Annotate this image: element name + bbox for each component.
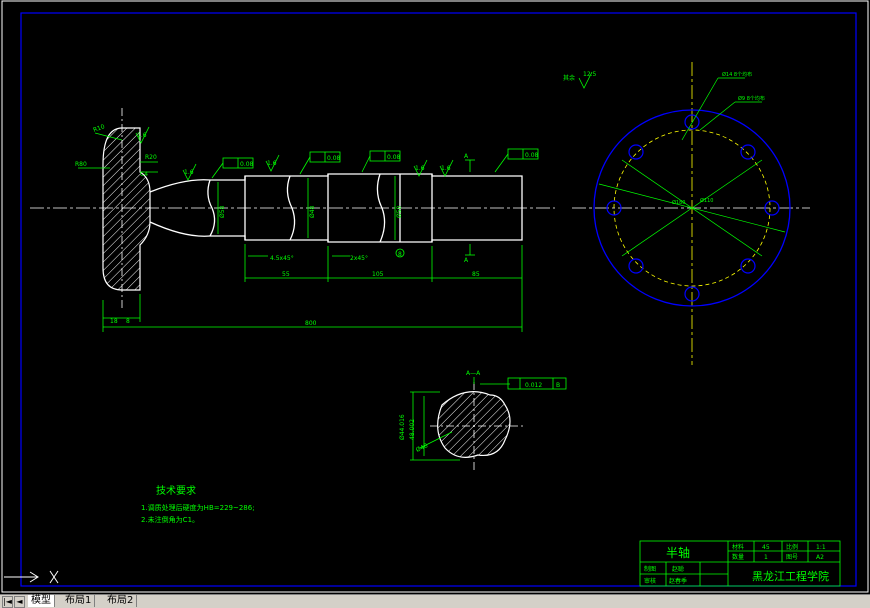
tab-first-button[interactable]: |◄ <box>2 596 13 608</box>
drawing-canvas[interactable]: R10 R80 R20 C4 1.6 1.6 1.6 1.6 1.6 0.08 … <box>0 0 870 594</box>
dim-sec3: Ø48 <box>415 442 429 454</box>
drawn-label: 制图 <box>644 565 656 573</box>
ucs-icon <box>4 570 59 584</box>
rough-16-c: 1.6 <box>415 165 425 172</box>
tol-sym: 0.012 <box>525 382 542 389</box>
dim-r20: R20 <box>145 154 157 161</box>
dim-85: 85 <box>472 271 480 278</box>
shaft-outline <box>149 173 523 243</box>
dim-105: 105 <box>372 271 384 278</box>
dim-sec2: 48.002 <box>409 419 416 440</box>
dim-shaft3: Ø50 <box>396 205 403 218</box>
scale-value: 1:1 <box>816 544 826 551</box>
school-name: 黑龙江工程学院 <box>752 569 829 583</box>
balloon-label: 8 <box>398 251 402 258</box>
dim-8: 8 <box>126 318 130 325</box>
material-label: 材料 <box>732 543 744 551</box>
scale-label: 比例 <box>786 543 798 551</box>
qty-label: 数量 <box>732 553 744 561</box>
dim-holes1: Ø14 8个均布 <box>722 71 752 78</box>
dimensions <box>78 71 593 332</box>
dim-55: 55 <box>282 271 290 278</box>
section-aa: A—A 0.012 B Ø44.016 48.002 Ø48 <box>399 370 567 470</box>
dim-800: 800 <box>305 320 317 327</box>
section-mark-top: A <box>464 153 469 160</box>
drawing-no-value: A2 <box>816 554 824 561</box>
rough-16-d: 1.6 <box>441 165 451 172</box>
qty-value: 1 <box>764 554 768 561</box>
rough-16-e: 1.6 <box>137 132 147 139</box>
tab-prev-button[interactable]: ◄ <box>14 596 25 608</box>
rest-rough: 12.5 <box>583 71 597 78</box>
checked-by: 赵春季 <box>669 577 687 585</box>
tech-title: 技术要求 <box>156 484 196 497</box>
rest-label: 其余 <box>563 74 575 82</box>
flange-end-view: Ø14 8个均布 Ø9 8个均布 Ø180 Ø110 <box>572 62 810 365</box>
datum-b: B <box>556 382 560 389</box>
dim-chamfer2: 2x45° <box>350 255 368 262</box>
material-value: 45 <box>762 544 770 551</box>
dim-pcd1: Ø180 <box>672 199 685 206</box>
section-label: A—A <box>466 370 481 377</box>
dim-c4: C4 <box>140 171 148 178</box>
dim-r10: R10 <box>92 123 106 134</box>
tech-line1: 1.调质处理后硬度为HB=229~286; <box>141 503 255 512</box>
tol-runout-2: 0.08 <box>327 155 341 162</box>
dim-shaft1: Ø58 <box>219 205 226 218</box>
rough-16-b: 1.6 <box>267 160 277 167</box>
part-name: 半轴 <box>666 545 690 560</box>
drawing-no-label: 图号 <box>786 554 798 561</box>
tol-runout-3: 0.08 <box>387 154 401 161</box>
title-block: 半轴 材料 45 比例 1:1 数量 1 图号 A2 制图 赵聪 审核 赵春季 … <box>639 540 841 587</box>
section-mark-bottom: A <box>464 257 469 264</box>
dim-pcd2: Ø110 <box>700 197 713 204</box>
layout-tab-bar: |◄ ◄ 模型 布局1 布局2 <box>0 594 870 608</box>
dim-sec1: Ø44.016 <box>399 414 406 440</box>
checked-label: 审核 <box>644 577 656 585</box>
sheet-border <box>1 0 869 593</box>
dim-shaft2: Ø48 <box>309 205 316 218</box>
tech-line2: 2.未注倒角为C1。 <box>141 515 199 524</box>
tab-model[interactable]: 模型 <box>28 595 55 607</box>
rough-16-a: 1.6 <box>184 169 194 176</box>
tab-layout2[interactable]: 布局2 <box>104 595 138 607</box>
dim-chamfer1: 4.5x45° <box>270 255 294 262</box>
tab-layout1[interactable]: 布局1 <box>62 595 96 607</box>
dim-18: 18 <box>110 318 118 325</box>
drawn-by: 赵聪 <box>672 565 684 573</box>
tol-runout-4: 0.08 <box>525 152 539 159</box>
tol-runout-1: 0.08 <box>240 161 254 168</box>
dim-holes2: Ø9 8个均布 <box>738 95 765 102</box>
dim-r80: R80 <box>75 161 87 168</box>
